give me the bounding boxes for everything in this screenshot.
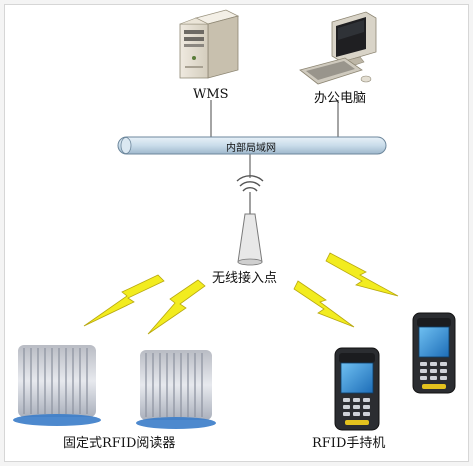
- rfid-reader-panel-icon: [136, 350, 216, 429]
- desktop-computer-icon: [299, 11, 377, 85]
- lan-label: 内部局域网: [226, 143, 276, 154]
- lightning-bolt-icon: [147, 279, 206, 335]
- access-point-label: 无线接入点: [212, 271, 278, 286]
- lightning-bolt-icon: [293, 280, 355, 328]
- office-pc-label: 办公电脑: [314, 91, 367, 106]
- server-tower-icon: [179, 9, 240, 79]
- handheld-terminal-icon: [334, 347, 380, 431]
- fixed-reader-label: 固定式RFID阅读器: [63, 436, 176, 451]
- lightning-bolt-icon: [325, 252, 399, 297]
- lightning-bolt-icon: [83, 274, 165, 327]
- handheld-label: RFID手持机: [312, 436, 386, 451]
- handheld-terminal-icon: [412, 312, 456, 394]
- network-bus-icon: [117, 136, 387, 155]
- wms-label: WMS: [193, 87, 229, 102]
- wireless-antenna-icon: [236, 175, 264, 266]
- rfid-reader-panel-icon: [13, 345, 101, 426]
